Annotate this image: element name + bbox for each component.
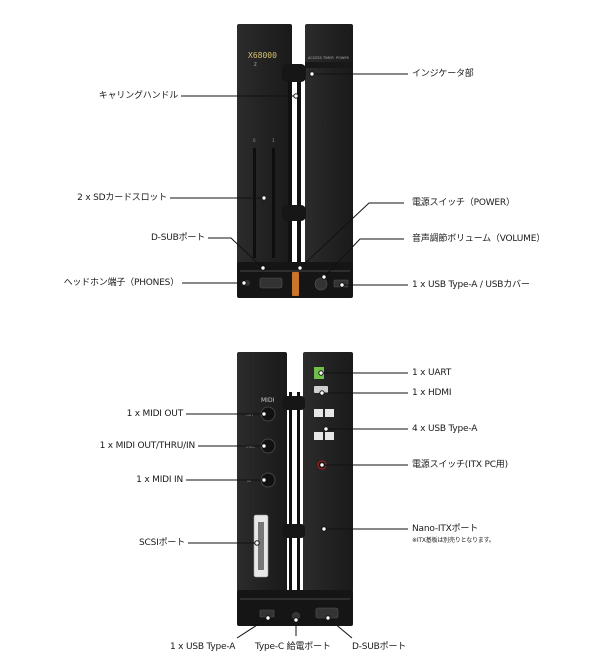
front-leader-dots (241, 71, 345, 288)
midi-port-label-in: IN (247, 479, 251, 483)
label-scsi: SCSIポート (139, 538, 185, 548)
front-view (237, 24, 353, 298)
front-dsub-port (259, 277, 283, 289)
front-power-switch (292, 272, 299, 296)
label-midi-thru: 1 x MIDI OUT/THRU/IN (99, 441, 196, 451)
label-itx-power: 電源スイッチ(ITX PC用) (412, 460, 508, 470)
back-view (237, 352, 353, 626)
carry-handle (288, 64, 292, 274)
indicator-label-power: POWER (336, 56, 350, 60)
indicator-label-timer: TIMER (322, 56, 334, 60)
label-front-usb: 1 x USB Type-A / USBカバー (412, 280, 530, 290)
label-sd-slots: 2 x SDカードスロット (77, 193, 167, 203)
front-leader-lines (170, 73, 408, 286)
midi-port-label-thru: THRU (244, 445, 255, 449)
indicator-panel (305, 62, 353, 68)
front-brand-sub: Z (254, 62, 257, 67)
usb-port-2 (325, 409, 334, 417)
front-right-tower (305, 24, 353, 274)
back-leader-dots (254, 370, 331, 623)
label-hdmi: 1 x HDMI (412, 388, 452, 398)
midi-port-label-out: OUT (246, 413, 254, 417)
label-back-dsub: D-SUBポート (352, 642, 407, 652)
label-usb4: 4 x USB Type-A (412, 424, 478, 434)
sd-slot-1 (272, 148, 275, 258)
hdmi-port (314, 386, 328, 393)
label-carry-handle: キャリングハンドル (98, 91, 178, 101)
label-indicator: インジケータ部 (412, 69, 474, 79)
label-midi-out: 1 x MIDI OUT (126, 409, 184, 419)
label-nano-itx-note: ※ITX基板は別売りとなります。 (412, 537, 495, 544)
label-phones: ヘッドホン端子（PHONES） (63, 278, 180, 288)
sd-slot-number-1: 1 (272, 138, 275, 143)
usb-port-1 (314, 409, 323, 417)
sd-slot-number-0: 0 (253, 138, 256, 143)
indicator-label-access: ACCESS (308, 56, 323, 60)
back-leader-lines (186, 372, 408, 639)
label-power: 電源スイッチ（POWER） (412, 198, 515, 208)
label-midi-in: 1 x MIDI IN (136, 475, 183, 485)
label-back-usb: 1 x USB Type-A (170, 642, 236, 652)
usb-port-4 (325, 432, 334, 440)
label-uart: 1 x UART (412, 368, 452, 378)
sd-slot-0 (253, 148, 256, 258)
label-nano-itx: Nano-ITXポート (412, 524, 478, 534)
volume-knob (314, 277, 328, 291)
front-left-tower (237, 24, 292, 274)
label-typec: Type-C 給電ポート (255, 642, 331, 652)
front-brand-logo: X68000 (248, 51, 277, 60)
midi-title: MIDI (261, 397, 275, 404)
label-front-dsub: D-SUBポート (150, 233, 205, 243)
label-volume: 音声調節ボリューム（VOLUME） (412, 234, 546, 244)
usb-port-3 (314, 432, 323, 440)
